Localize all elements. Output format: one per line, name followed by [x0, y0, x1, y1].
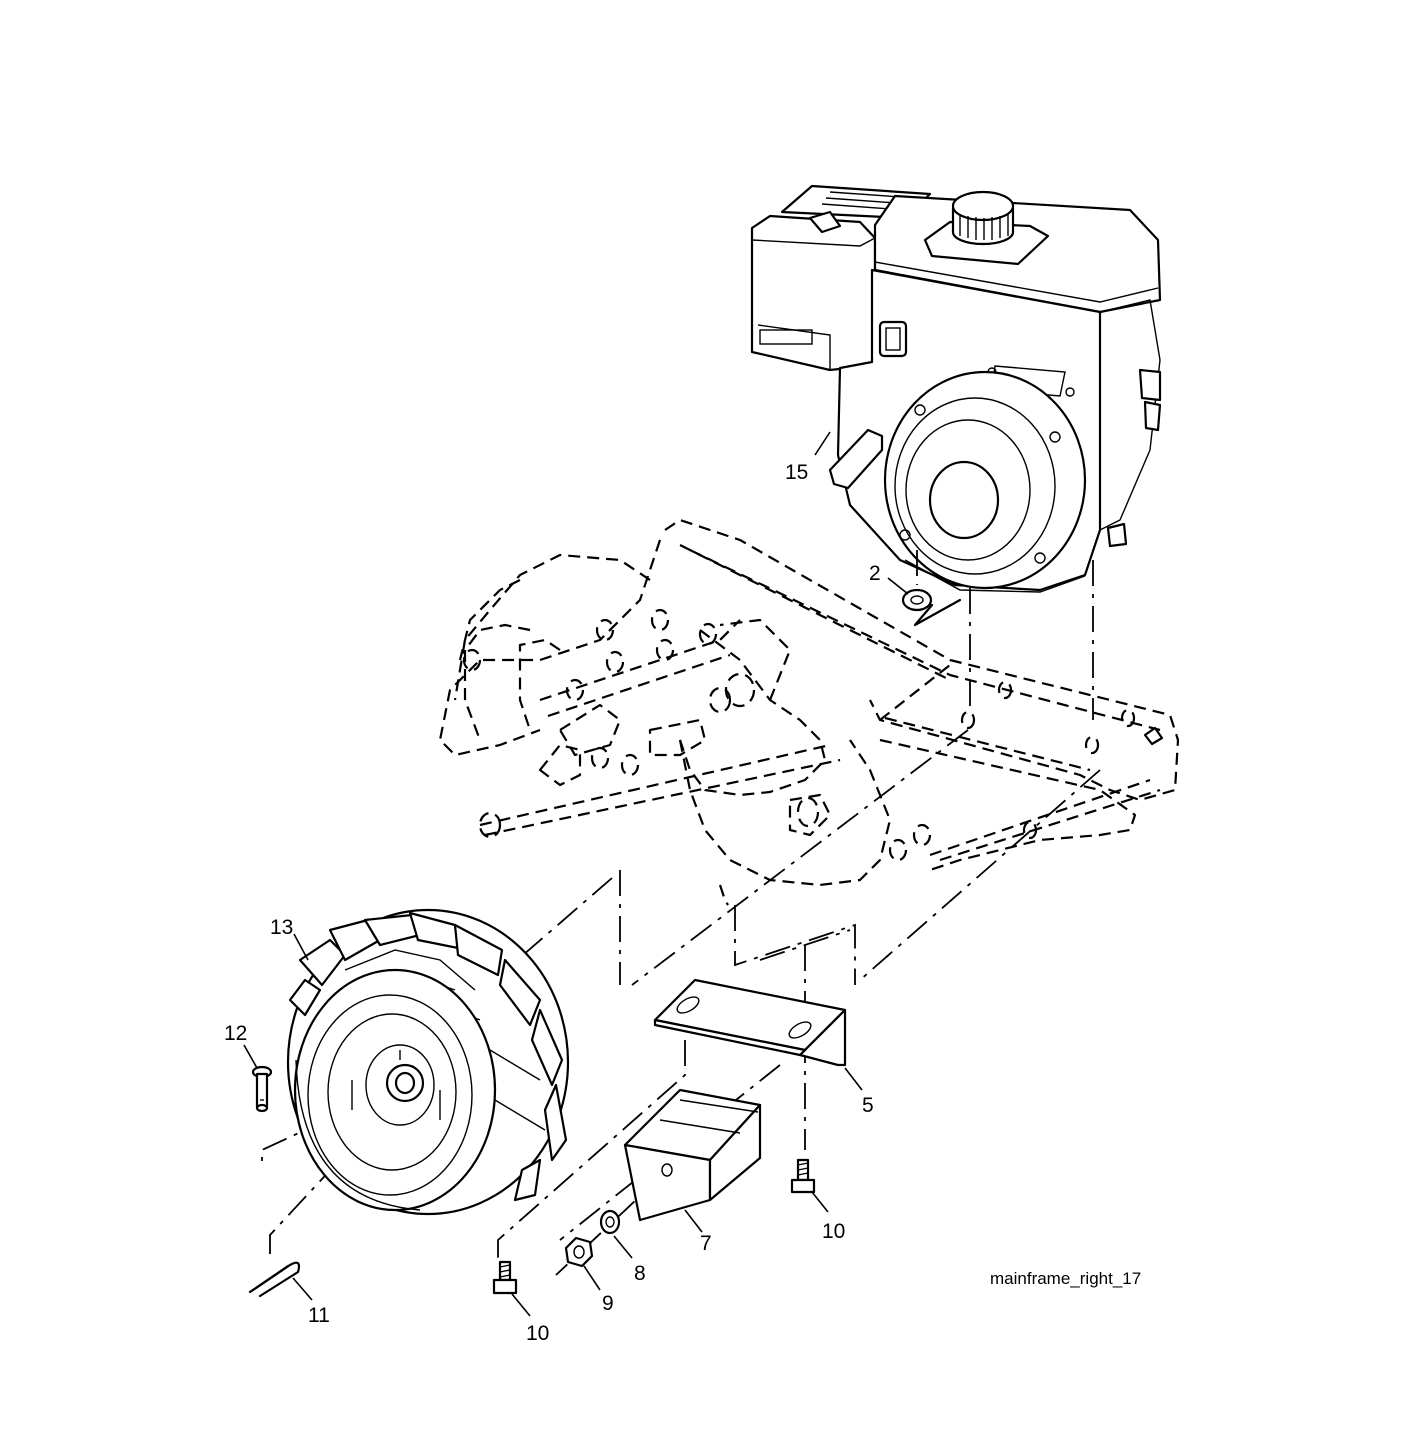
callout-bolt-right: 10: [822, 1220, 845, 1243]
callout-lock-washer: 8: [634, 1262, 646, 1285]
hex-nut-9: [564, 1236, 594, 1268]
flange-nut-2: [901, 588, 962, 627]
callout-engine: 15: [785, 461, 808, 484]
lock-washer-8: [599, 1209, 621, 1235]
weight-block: [623, 1088, 762, 1222]
engine: [750, 184, 1162, 593]
callout-hair-pin: 11: [308, 1304, 330, 1327]
callout-bracket: 5: [862, 1094, 874, 1117]
hex-bolt-10-right: [790, 1158, 816, 1194]
callout-hex-nut: 9: [602, 1292, 614, 1315]
mounting-bracket: [653, 978, 847, 1067]
callout-clevis-pin: 12: [224, 1022, 247, 1045]
tiller-frame-reference: [438, 518, 1180, 906]
callout-flange-nut: 2: [869, 562, 881, 585]
hair-pin-clip: [248, 1261, 301, 1298]
callout-wheel: 13: [270, 916, 293, 939]
callout-leaders: [243, 431, 909, 1317]
callout-weight: 7: [700, 1232, 712, 1255]
wheel-tire: [286, 908, 570, 1216]
diagram-caption: mainframe_right_17: [990, 1269, 1141, 1288]
clevis-pin: [251, 1065, 273, 1113]
callout-bolt-left: 10: [526, 1322, 549, 1345]
hex-bolt-10-left: [492, 1260, 518, 1295]
